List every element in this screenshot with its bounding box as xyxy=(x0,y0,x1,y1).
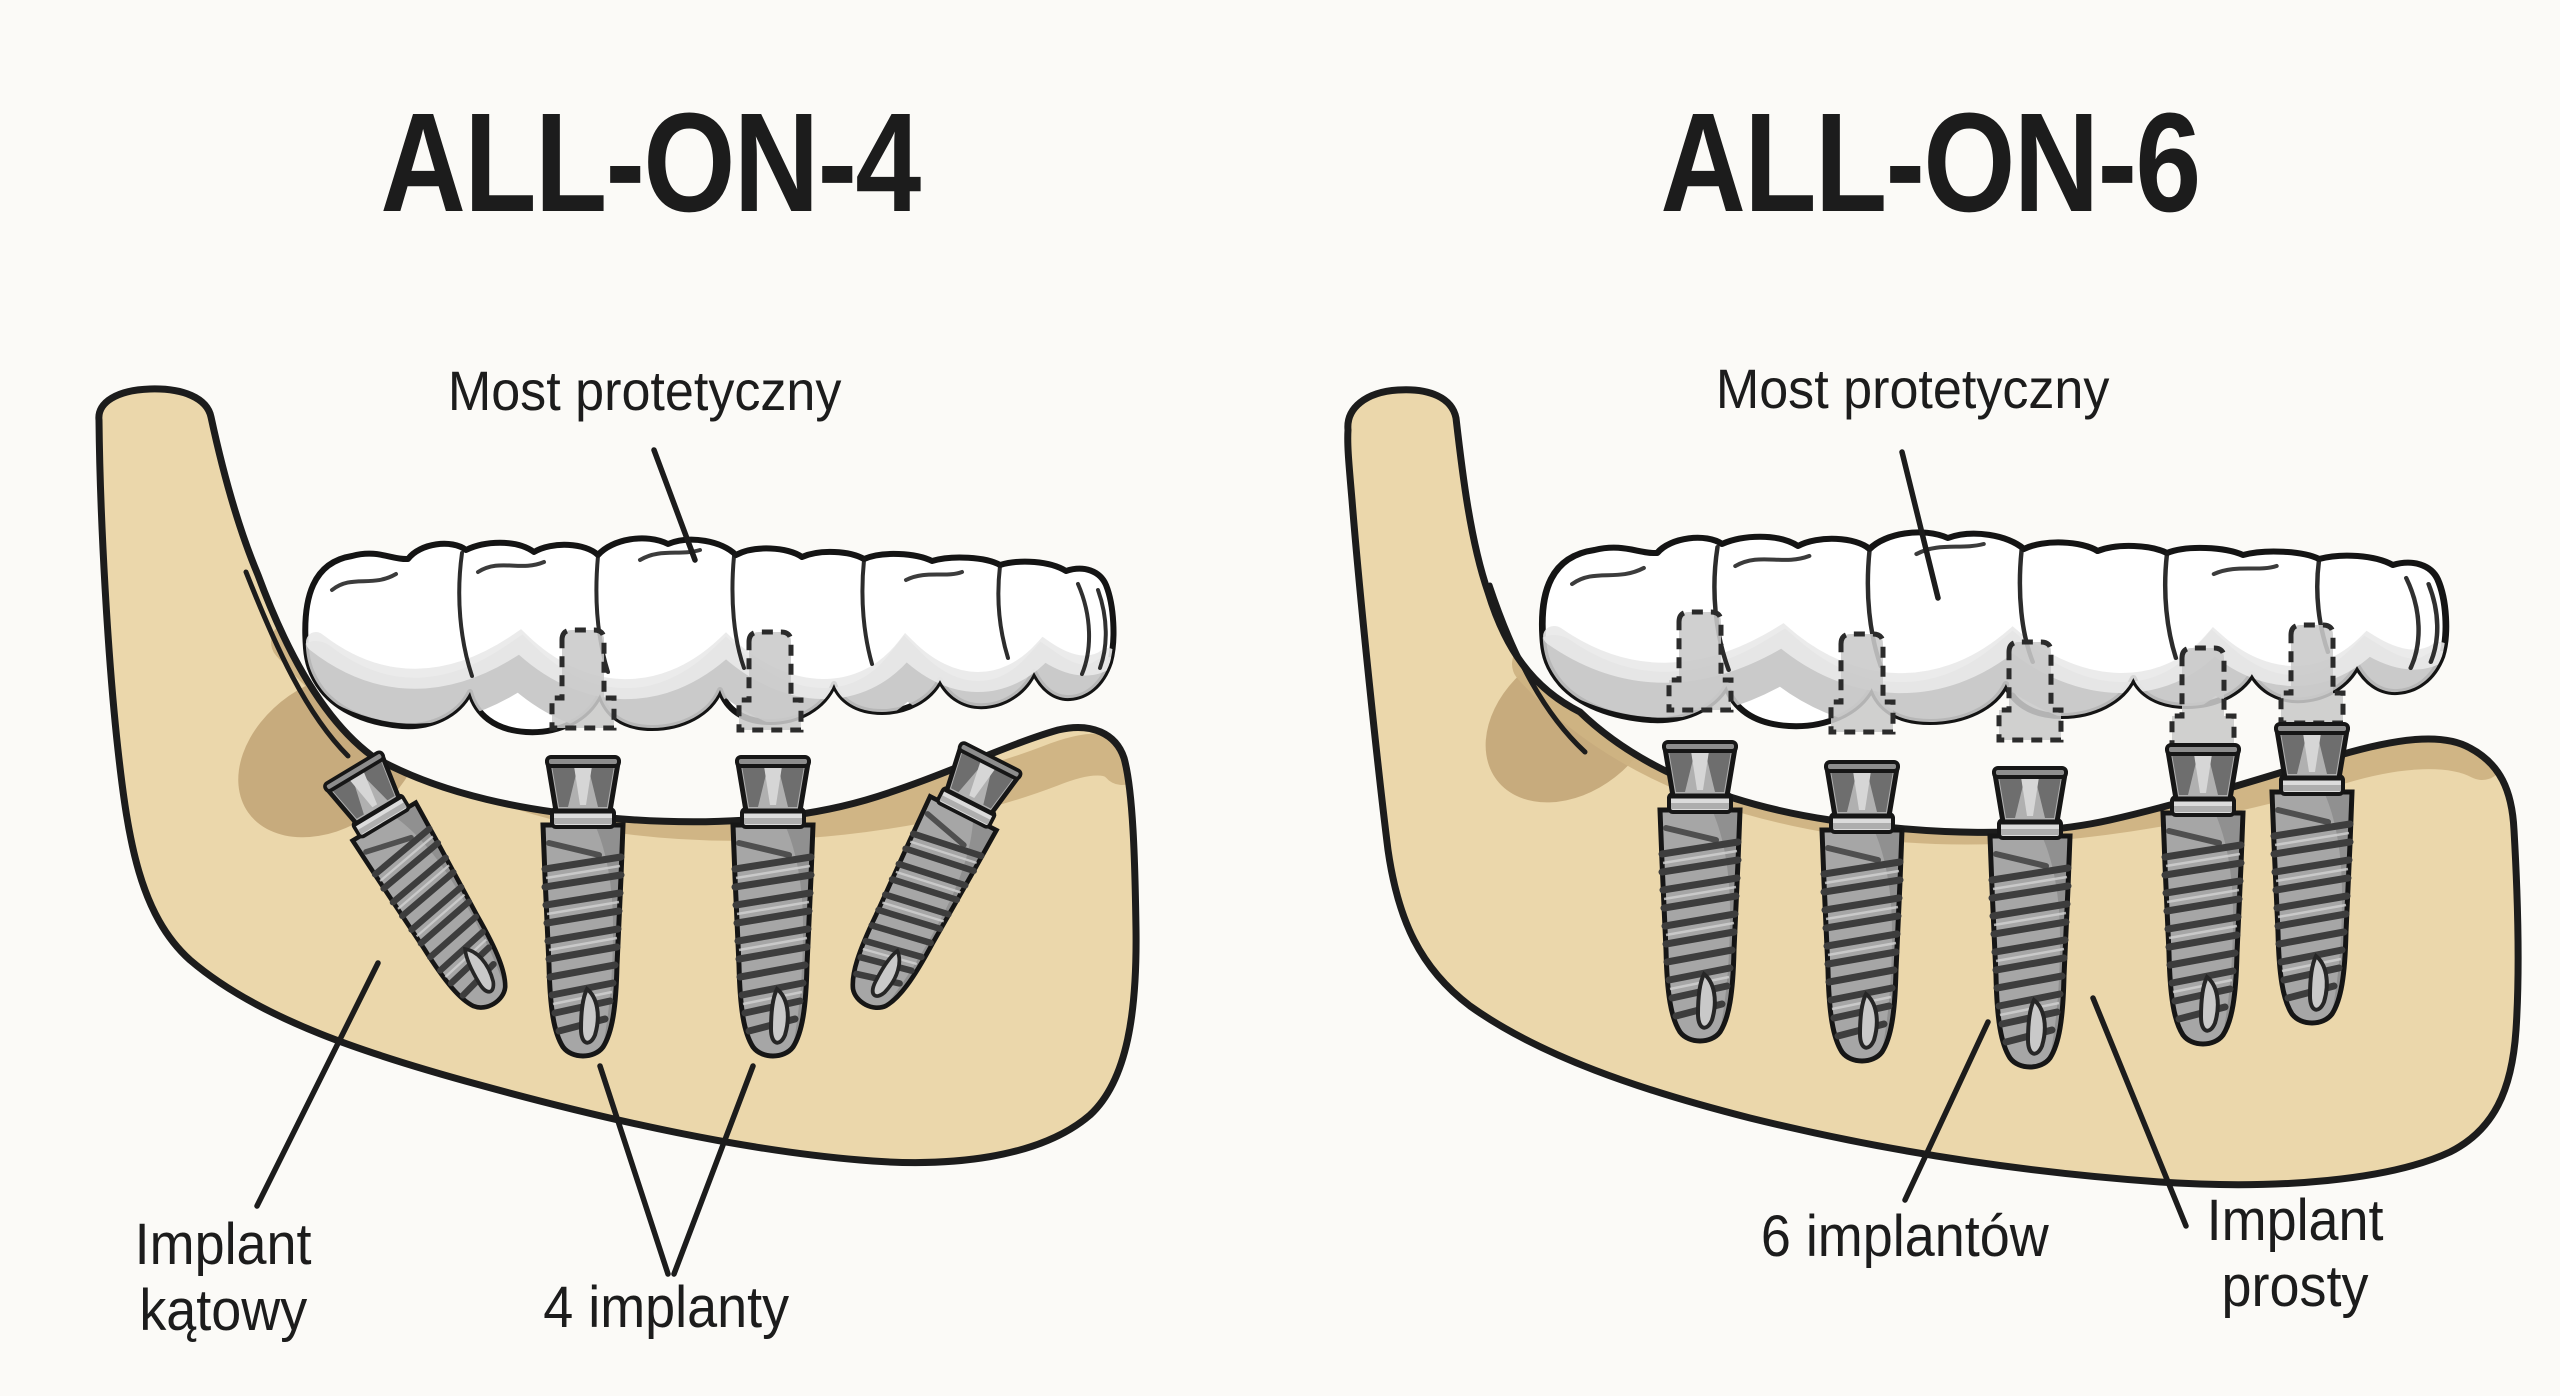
implant-straight-right-3 xyxy=(1990,768,2070,1067)
pointer-straight-implant xyxy=(2090,995,2189,1229)
pointer-bridge-right xyxy=(1899,449,1941,601)
panel-drawing-all-on-4 xyxy=(99,389,1136,1277)
panel-title-all-on-4-text: ALL-ON-4 xyxy=(380,83,921,241)
angled-implant-label: Implant kątowy xyxy=(134,1212,312,1344)
panel-drawing-all-on-6 xyxy=(1348,390,2518,1229)
pointer-4-implants-b xyxy=(671,1063,756,1277)
pointer-4-implants-a xyxy=(597,1063,671,1277)
panel-title-all-on-4: ALL-ON-4 xyxy=(245,83,1055,242)
pointer-lines-left-panel xyxy=(254,447,756,1277)
straight-implant-label: Implant prosty xyxy=(2206,1188,2384,1320)
implant-count-label-right: 6 implantów xyxy=(1761,1204,2049,1269)
implant-count-label-left: 4 implanty xyxy=(543,1275,789,1340)
implant-straight-right-4 xyxy=(2163,745,2243,1044)
bridge-label-left: Most protetyczny xyxy=(448,359,842,422)
pointer-lines-right-panel xyxy=(1899,449,2189,1229)
ramus-inner-line-right xyxy=(1487,582,1588,755)
implant-straight-right-1 xyxy=(1660,742,1740,1041)
implant-straight-left-2 xyxy=(733,757,813,1056)
pointer-6-implants xyxy=(1902,1019,1991,1203)
pointer-bridge-left xyxy=(651,447,698,563)
implant-straight-right-5 xyxy=(2272,724,2352,1023)
panel-title-all-on-6-text: ALL-ON-6 xyxy=(1660,83,2201,241)
panel-title-all-on-6: ALL-ON-6 xyxy=(1525,83,2335,242)
bridge-label-right: Most protetyczny xyxy=(1716,357,2110,420)
ramus-inner-line-left xyxy=(243,569,351,759)
implant-straight-right-2 xyxy=(1822,762,1902,1061)
implant-straight-left-1 xyxy=(543,757,623,1056)
bridge-left xyxy=(305,538,1113,732)
pointer-angled-implant xyxy=(254,960,381,1209)
